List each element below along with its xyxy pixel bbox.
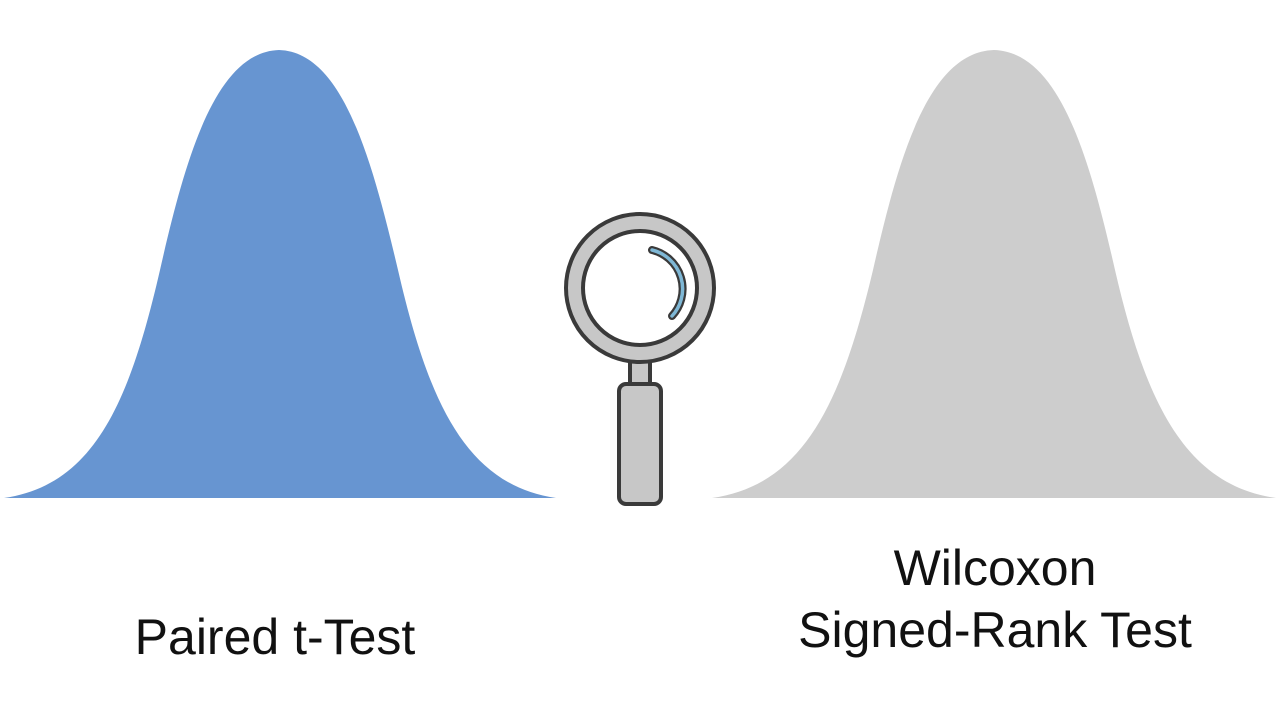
wilcoxon-label: Wilcoxon Signed-Rank Test — [700, 537, 1280, 661]
wilcoxon-label-line2: Signed-Rank Test — [798, 602, 1192, 658]
wilcoxon-bell-curve — [712, 50, 1276, 498]
wilcoxon-label-line1: Wilcoxon — [893, 540, 1097, 596]
paired-t-test-bell-curve — [4, 50, 556, 498]
paired-t-test-label: Paired t-Test — [134, 609, 416, 665]
magnifying-glass-icon — [564, 212, 716, 506]
